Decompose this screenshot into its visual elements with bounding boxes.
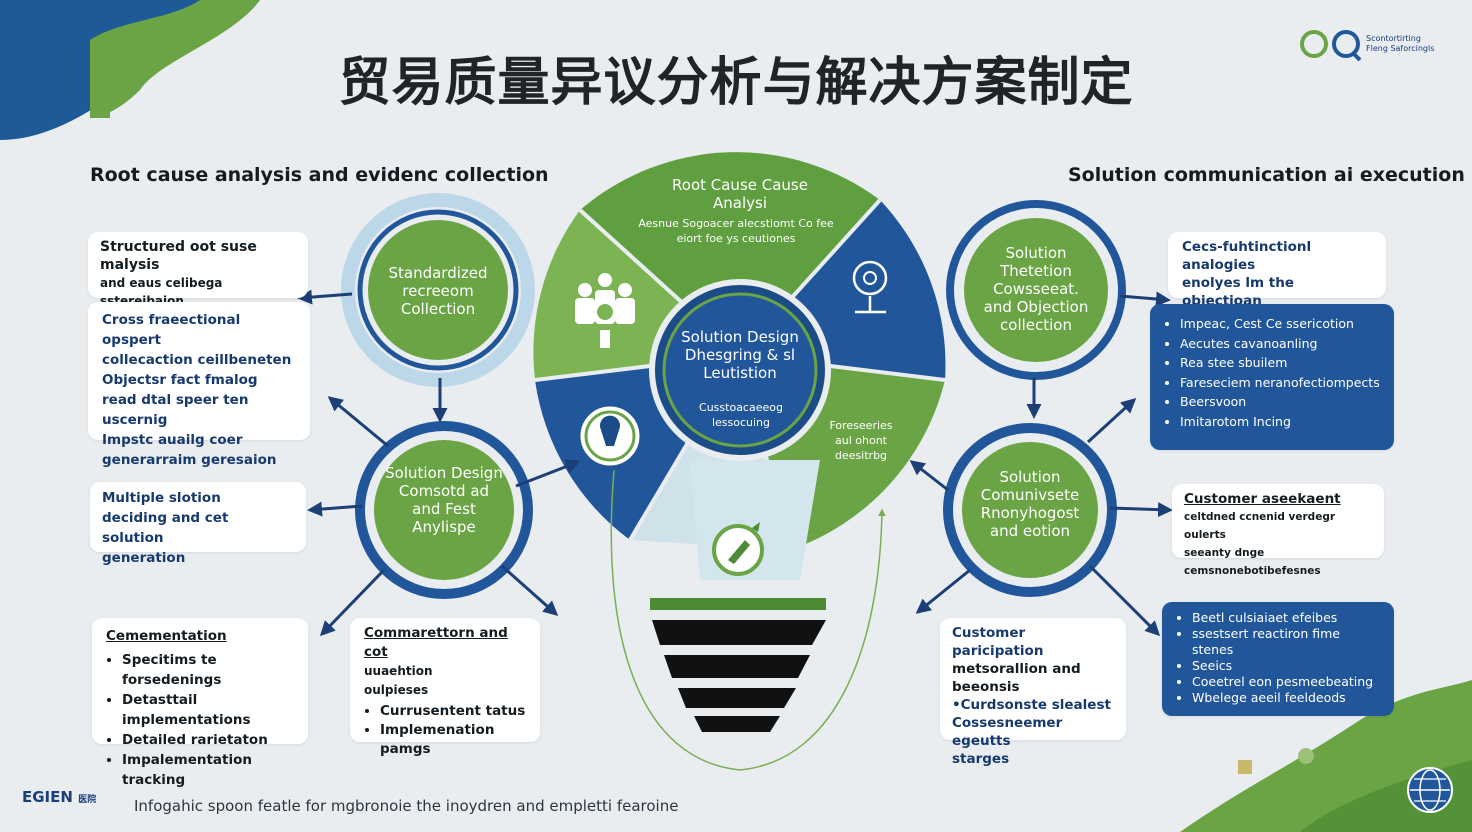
- left-card2-line6: generarraim geresaion: [102, 452, 277, 468]
- corner-band: [90, 40, 110, 118]
- right-card5-item: ssestsert reactiron fime stenes: [1192, 626, 1380, 658]
- rocket-icon: [712, 522, 764, 576]
- deco-square: [1238, 760, 1252, 774]
- left-card4-item: Detasttail implementations: [122, 690, 294, 730]
- left-card-implementation: Cemementation Specitims te forsedenings …: [92, 618, 308, 788]
- left-card5-item: Currusentent tatus: [380, 702, 526, 721]
- connector-arrows: [297, 289, 1173, 637]
- right-card5-list: Beetl culsiaiaet efeibes ssestsert react…: [1176, 610, 1380, 706]
- left-card3-line1: Multiple slotion: [102, 490, 221, 506]
- right-card1-line1: Cecs-fuhtinctionl analogies: [1182, 239, 1312, 273]
- right-card3-line1: Customer aseekaent: [1184, 491, 1341, 507]
- right-card4-line1: Customer paricipation: [952, 625, 1044, 659]
- left-card5-line1: Commarettorn and cot: [364, 625, 508, 660]
- left-card-communication: Commarettorn and cot uuaehtion oulpieses…: [350, 618, 540, 757]
- left-card5-line3: oulpieses: [364, 683, 429, 697]
- right-card2-item: Aecutes cavanoanling: [1180, 334, 1380, 354]
- right-card-cross-functional: Cecs-fuhtinctionl analogies enolyes lm t…: [1168, 232, 1386, 327]
- node-left-mid-shape: [355, 421, 533, 599]
- right-section-heading: Solution communication ai execution: [1068, 164, 1465, 186]
- left-card4-list: Specitims te forsedenings Detasttail imp…: [106, 650, 294, 790]
- node-right-mid-shape: [943, 423, 1117, 597]
- left-card5-list: Currusentent tatus Implemenation pamgs: [364, 702, 526, 759]
- right-card2-list: Impeac, Cest Ce ssericotion Aecutes cava…: [1164, 314, 1380, 431]
- wedge-top: [580, 152, 880, 355]
- right-card5-item: Seeics: [1192, 658, 1380, 674]
- left-card3-line3: generation: [102, 550, 186, 566]
- hub-title: Solution Design Dhesgring & sl Leutistio…: [681, 328, 799, 382]
- hub-inner: [662, 292, 818, 448]
- corner-blob-green: [90, 0, 260, 118]
- left-card2-line4: read dtal speer ten uscernig: [102, 392, 249, 428]
- logo-right-line1: Scontortirting: [1366, 34, 1421, 43]
- right-card4-line4: •Curdsonste slealest: [952, 697, 1111, 713]
- right-card-board: Beetl culsiaiaet efeibes ssestsert react…: [1162, 602, 1394, 716]
- node-left-top-label: Standardized recreeom Collection: [388, 264, 488, 318]
- wedge-top-sub: Aesnue Sogoacer alecstiomt Co fee eiort …: [638, 217, 834, 245]
- node-left-top-shape: [341, 193, 535, 387]
- bulb-icon: [575, 401, 645, 471]
- right-card-impact: Impeac, Cest Ce ssericotion Aecutes cava…: [1150, 304, 1394, 450]
- left-card-multiple-solution: Multiple slotion deciding and cet soluti…: [90, 482, 306, 566]
- left-card5-item: Implemenation pamgs: [380, 721, 526, 759]
- right-card3-line3: seeanty dnge cemsnonebotibefesnes: [1184, 547, 1321, 577]
- left-card2-line2: collecaction ceillbeneten: [102, 352, 292, 368]
- logo-right: Scontortirting Fleng Saforcingls: [1366, 34, 1466, 54]
- right-card5-item: Beetl culsiaiaet efeibes: [1192, 610, 1380, 626]
- hub-sub: Cusstoacaeeog lessocuing: [699, 401, 783, 429]
- node-right-top-shape: [946, 200, 1126, 380]
- right-card4-line3: beeonsis: [952, 679, 1020, 695]
- right-card4-line5: Cossesneemer egeutts: [952, 715, 1063, 749]
- left-card4-item: Specitims te forsedenings: [122, 650, 294, 690]
- right-card-customer-participation: Customer paricipation metsorallion and b…: [940, 618, 1126, 767]
- target-icon: [852, 260, 888, 314]
- right-card2-item: Imitarotom Incing: [1180, 412, 1380, 432]
- logo-right-line2: Fleng Saforcingls: [1366, 44, 1435, 53]
- right-card2-item: Impeac, Cest Ce ssericotion: [1180, 314, 1380, 334]
- people-icon: [575, 273, 635, 348]
- node-right-mid-label: Solution Comunivsete Rnonyhogost and eot…: [980, 468, 1080, 540]
- left-card2-line1: Cross fraeectional opspert: [102, 312, 241, 348]
- logo-left-text: EGIEN: [22, 788, 73, 806]
- logo-left-small: 医院: [78, 795, 97, 805]
- logo-left: EGIEN 医院: [22, 788, 96, 806]
- right-card5-item: Coeetrel eon pesmeebeating: [1192, 674, 1380, 690]
- left-card1-line1: Structured oot suse malysis: [100, 239, 257, 273]
- left-card4-item: Detailed rarietaton: [122, 730, 294, 750]
- left-card2-line3: Objectsr fact fmalog: [102, 372, 258, 388]
- logo-right-icon: [1300, 30, 1362, 62]
- left-card1-line2: and eaus celibega: [100, 276, 223, 290]
- left-card-cross-functional: Cross fraeectional opspert collecaction …: [88, 302, 310, 468]
- right-card5-item: Wbelege aeeil feeldeods: [1192, 690, 1380, 706]
- right-card2-item: Beersvoon: [1180, 392, 1380, 412]
- left-card5-line2: uuaehtion: [364, 664, 433, 678]
- wedge-top-title: Root Cause Cause Analysi: [672, 176, 808, 212]
- right-card4-line6: starges: [952, 751, 1010, 767]
- deco-dot: [1298, 748, 1314, 764]
- globe-icon: [1407, 767, 1453, 813]
- left-card4-title: Cemementation: [106, 628, 227, 644]
- footer-caption: Infogahic spoon featle for mgbronoie the…: [134, 797, 679, 815]
- right-card2-item: Fareseciem neranofectiompects: [1180, 373, 1380, 393]
- left-card-structured: Structured oot suse malysis and eaus cel…: [88, 232, 308, 308]
- page-title: 贸易质量异议分析与解决方案制定: [338, 53, 1134, 113]
- wedge-right-sub: Foreseeries aul ohont deesitrbg: [829, 419, 893, 462]
- node-right-top-label: Solution Thetetion Cowsseeat. and Object…: [983, 244, 1089, 334]
- left-card3-line2: deciding and cet solution: [102, 510, 229, 546]
- right-card-customer-assessment: Customer aseekaent celtdned ccnenid verd…: [1172, 484, 1384, 577]
- right-card3-line2: celtdned ccnenid verdegr oulerts: [1184, 511, 1336, 541]
- right-card2-item: Rea stee sbuilem: [1180, 353, 1380, 373]
- left-card4-item: Impalementation tracking: [122, 750, 294, 790]
- right-card4-line2: metsorallion and: [952, 661, 1081, 677]
- left-section-heading: Root cause analysis and evidenc collecti…: [90, 164, 549, 186]
- left-card2-line5: Impstc auailg coer: [102, 432, 243, 448]
- node-left-mid-label: Solution Design Comsotd ad and Fest Anyl…: [385, 464, 503, 536]
